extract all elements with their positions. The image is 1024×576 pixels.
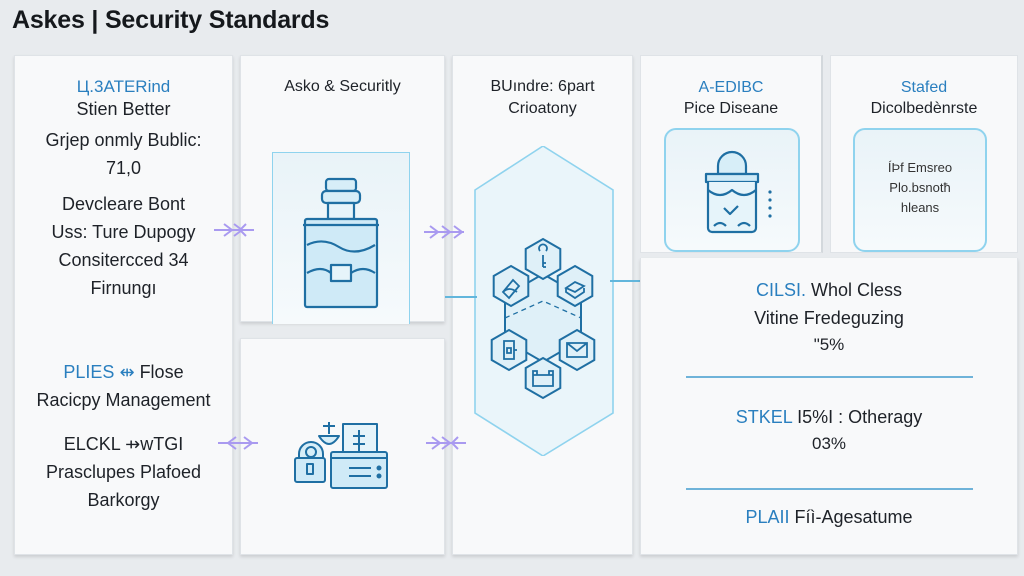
card-b-tag: Stafed — [900, 79, 948, 96]
hex-node-envelope-icon — [558, 328, 596, 372]
stat-2-tag: STKEL — [735, 407, 793, 427]
hex-node-briefcase-icon — [524, 356, 562, 400]
stats-divider-2 — [686, 488, 973, 490]
block-1-tag: Ц.3ATERind — [76, 77, 171, 96]
connector-center-left — [445, 296, 477, 298]
stat-3-label: Fíì-Agesatume — [794, 507, 913, 527]
stats-panel: CILSI. Whol Cless Vitine Fredeguzing "5%… — [640, 258, 1018, 555]
block-3-symbol: ⇹ — [119, 362, 135, 382]
card-b: Stafed Dicolbedènrste ÍÞf Emsreo Plo.bsn… — [830, 55, 1018, 253]
card-a: A-EDIBC Pice Diseane — [640, 55, 823, 253]
security-tools-cluster-icon — [294, 422, 388, 489]
block-3: PLIES ⇹ Flose Racicpy Management — [15, 358, 232, 414]
block-2-line-4: Firnungı — [90, 278, 157, 298]
hex-node-frame — [492, 264, 530, 308]
block-4-line-1: Prasclupes Plafoed — [45, 462, 202, 482]
hex-node-folder-book-icon — [556, 264, 594, 308]
hex-node-frame — [524, 356, 562, 400]
storage-jar-icon — [303, 177, 379, 309]
block-1-line-1: Stien Better — [76, 99, 171, 119]
envelope-icon — [566, 342, 588, 358]
connector-center-right — [610, 280, 640, 282]
card-a-title: Pice Diseane — [683, 100, 779, 117]
card-b-box-line-2: Plo.bsnotħ — [889, 180, 951, 195]
hexagon-network-diagram — [474, 146, 614, 456]
stat-1-line-2: Vitine Fredeguzing — [754, 308, 904, 328]
briefcase-icon — [532, 370, 554, 387]
arrow-left-to-security — [214, 223, 254, 237]
block-2-line-1: Devcleare Bont — [61, 194, 186, 214]
center-title-line-2: Crioatony — [508, 100, 577, 117]
security-icon-frame — [272, 152, 410, 324]
block-2-line-2: Uss: Ture Dupogy — [51, 222, 196, 242]
center-title-line-1: BUındre: 6part — [490, 78, 595, 95]
block-1-value: 71,0 — [105, 158, 142, 178]
stat-1-value: "5% — [813, 335, 845, 354]
hex-node-key-icon — [524, 237, 562, 281]
card-a-tag: A-EDIBC — [698, 79, 764, 96]
block-4-tag: ELCKL ⇸wTGI — [63, 434, 184, 454]
hex-node-frame — [490, 328, 528, 372]
stat-2-value: 03% — [811, 434, 847, 453]
device-lock-icon — [503, 340, 517, 360]
stat-1-label: Whol Cless — [811, 280, 903, 300]
block-3-line-2: Racicpy Management — [36, 390, 211, 410]
card-b-box-line-1: ÍÞf Emsreo — [887, 160, 953, 175]
block-1-line-2: Grjep onmly Bublic: — [45, 130, 202, 150]
center-panel: BUındre: 6part Crioatony — [452, 55, 633, 555]
block-2: Devcleare Bont Uss: Ture Dupogy Consiter… — [15, 190, 232, 302]
stat-3-tag: PLAII — [745, 507, 790, 527]
block-4: ELCKL ⇸wTGI Prasclupes Plafoed Barkorgy — [15, 430, 232, 514]
arrow-security-to-center — [424, 225, 464, 239]
hex-node-device-lock-icon — [490, 328, 528, 372]
tools-panel — [240, 338, 445, 555]
stat-item-3: PLAII Fíì-Agesatume — [641, 503, 1017, 531]
left-panel: Ц.3ATERind Stien Better Grjep onmly Bubl… — [14, 55, 233, 555]
hex-node-document-sign-icon — [492, 264, 530, 308]
security-panel: Asko & Securitly — [240, 55, 445, 324]
card-a-icon-frame — [664, 128, 800, 252]
locked-container-icon — [704, 150, 772, 234]
block-3-rest: Flose — [139, 362, 184, 382]
stat-1-tag: CILSI. — [755, 280, 806, 300]
stat-item-2: STKEL I5%I : Otheragy 03% — [641, 403, 1017, 457]
center-title: BUındre: 6part Crioatony — [453, 76, 632, 120]
stats-divider-1 — [686, 376, 973, 378]
arrow-left-to-tools — [218, 436, 258, 450]
block-3-tag: PLIES — [63, 362, 115, 382]
folder-book-icon — [564, 280, 586, 300]
card-b-info-box: ÍÞf Emsreo Plo.bsnotħ hleans — [853, 128, 987, 252]
block-4-line-2: Barkorgy — [87, 490, 160, 510]
card-b-box-line-3: hleans — [900, 200, 940, 215]
arrow-tools-to-center — [426, 436, 466, 450]
card-b-title: Dicolbedènrste — [870, 100, 978, 117]
block-1: Ц.3ATERind Stien Better Grjep onmly Bubl… — [15, 76, 232, 182]
stat-item-1: CILSI. Whol Cless Vitine Fredeguzing "5% — [641, 276, 1017, 358]
page-title: Askes | Security Standards — [12, 6, 330, 34]
stat-2-label: I5%I : Otheragy — [797, 407, 923, 427]
security-panel-title: Asko & Securitly — [284, 78, 401, 95]
hex-node-frame — [556, 264, 594, 308]
key-icon — [538, 243, 548, 268]
block-2-line-3: Consitercced 34 — [58, 250, 189, 270]
document-sign-icon — [501, 278, 521, 300]
